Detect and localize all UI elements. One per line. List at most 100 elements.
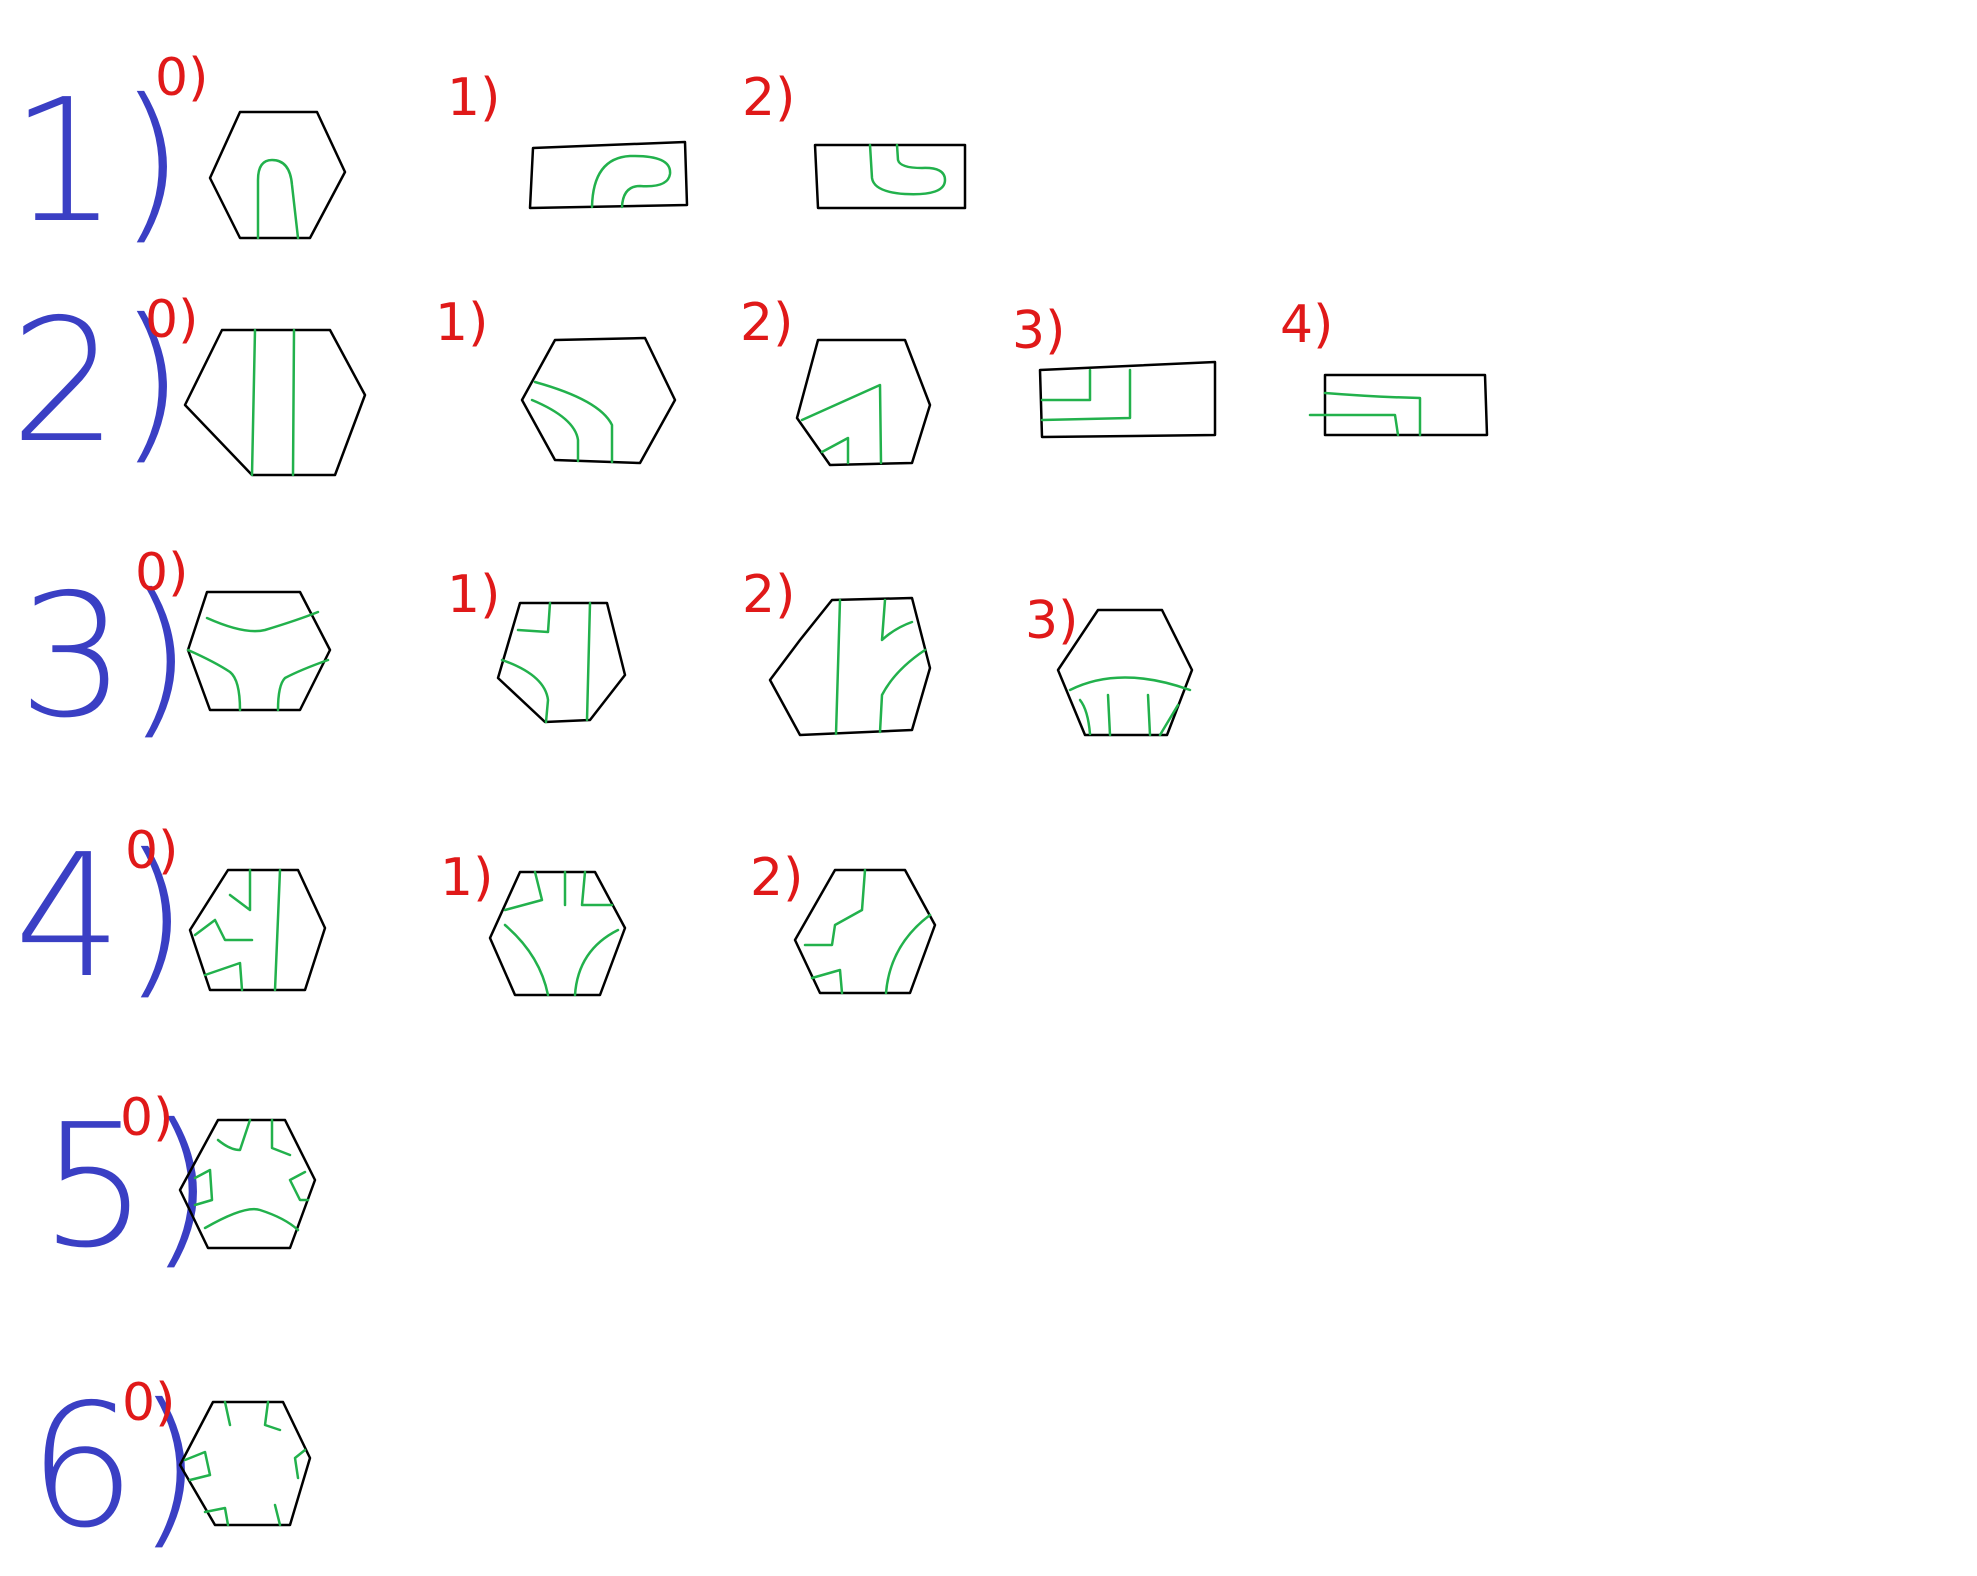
road-line [276, 658, 330, 712]
tile-4-2 [793, 868, 937, 995]
road-line [1040, 368, 1132, 422]
group-label-3: 3) [18, 558, 192, 756]
tile-1-0 [208, 110, 347, 240]
variant-label-5-0: 0) [120, 1088, 173, 1148]
road-line [590, 154, 672, 209]
tile-outline [183, 328, 367, 477]
variant-label-2-4: 4) [1280, 295, 1333, 355]
road-line [573, 928, 620, 997]
road-line [1040, 368, 1092, 402]
road-line [800, 383, 883, 465]
road-line [585, 601, 592, 722]
tile-outline [188, 868, 327, 992]
tile-outline [178, 1400, 312, 1527]
road-line [810, 968, 844, 995]
variant-label-2-1: 1) [435, 293, 488, 353]
road-line [884, 913, 932, 995]
variant-label-4-1: 1) [440, 848, 493, 908]
road-line [880, 598, 914, 642]
road-line [820, 436, 850, 465]
tile-outline [768, 596, 932, 737]
tile-3-2 [768, 596, 932, 737]
road-line [288, 1170, 310, 1202]
road-line [183, 1450, 212, 1482]
tile-3-0 [186, 590, 332, 712]
group-label-1: 1) [10, 63, 184, 261]
road-line [256, 158, 300, 240]
road-line [216, 1118, 252, 1152]
road-line [205, 610, 320, 633]
group-label-2: 2) [10, 283, 184, 481]
road-line [868, 143, 947, 196]
group-label-5: 5) [40, 1088, 214, 1286]
road-line [193, 918, 254, 942]
tile-outline [186, 590, 332, 712]
road-line [1323, 391, 1422, 437]
variant-label-1-0: 0) [155, 48, 208, 108]
road-line [203, 1207, 300, 1232]
road-line [186, 648, 242, 712]
road-line [1068, 676, 1192, 692]
road-line [834, 598, 842, 736]
road-line [193, 1168, 214, 1207]
tile-4-0 [188, 868, 327, 992]
tile-6-0 [178, 1400, 312, 1527]
tile-outline [795, 338, 932, 467]
tile-outline [178, 1118, 317, 1250]
variant-label-1-2: 2) [742, 68, 795, 128]
tile-outline [793, 868, 937, 995]
tile-outline [488, 870, 627, 997]
tile-2-4 [1308, 373, 1489, 437]
tile-2-3 [1038, 360, 1217, 439]
road-line [533, 380, 614, 464]
road-line [580, 870, 614, 907]
road-line [1146, 693, 1152, 737]
road-line [291, 328, 296, 477]
tile-outline [1323, 373, 1489, 437]
variant-label-6-0: 0) [122, 1373, 175, 1433]
tile-outline [496, 601, 627, 724]
road-line [530, 398, 580, 463]
road-line [1078, 698, 1092, 736]
group-label-4: 4) [14, 818, 188, 1016]
road-line [273, 868, 282, 992]
road-line [500, 658, 550, 724]
variant-label-2-0: 0) [145, 290, 198, 350]
variant-label-1-1: 1) [447, 68, 500, 128]
road-line [503, 923, 550, 997]
variant-label-3-3: 3) [1025, 591, 1078, 651]
tile-5-0 [178, 1118, 317, 1250]
road-line [270, 1118, 292, 1157]
tile-outline [528, 140, 689, 210]
road-line [1106, 693, 1112, 737]
variant-label-2-2: 2) [740, 293, 793, 353]
road-line [203, 1506, 230, 1527]
road-line [203, 961, 244, 992]
variant-label-2-3: 3) [1012, 301, 1065, 361]
road-line [223, 1400, 232, 1427]
road-line [263, 1400, 282, 1432]
tile-outline [1038, 360, 1217, 439]
road-line [516, 601, 552, 634]
road-line [803, 868, 867, 947]
road-line [250, 328, 257, 477]
group-label-6: 6) [28, 1368, 202, 1566]
tile-outline [1056, 608, 1194, 737]
tile-2-0 [183, 328, 367, 477]
road-line [1308, 413, 1400, 437]
tile-1-1 [528, 140, 689, 210]
tile-2-2 [795, 338, 932, 467]
tile-outline [520, 336, 677, 465]
road-line [1158, 703, 1180, 737]
road-line [878, 648, 927, 734]
tile-outline [208, 110, 347, 240]
variant-label-3-0: 0) [135, 543, 188, 603]
road-line [293, 1448, 307, 1480]
tile-3-1 [496, 601, 627, 724]
tile-2-1 [520, 336, 677, 465]
variant-label-3-2: 2) [742, 565, 795, 625]
tile-3-3 [1056, 608, 1194, 737]
variant-label-3-1: 1) [447, 565, 500, 625]
tile-1-2 [813, 143, 967, 210]
